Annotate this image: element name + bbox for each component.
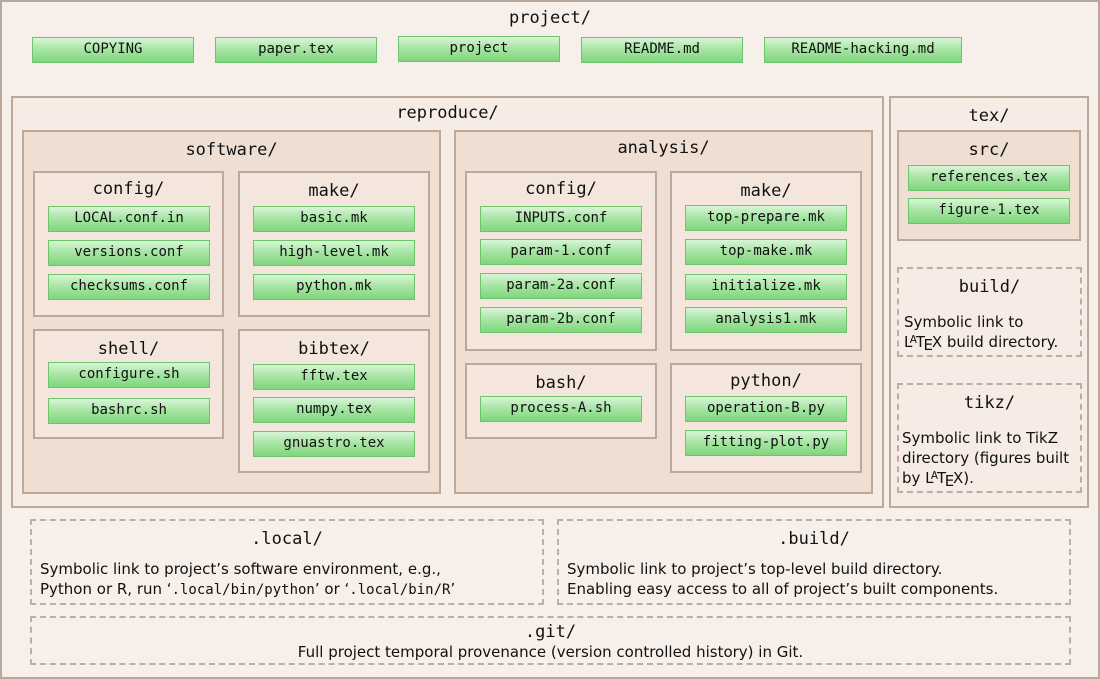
build-title: .build/	[778, 529, 850, 549]
tex-build-line2: LATEX build directory.	[904, 333, 1059, 354]
analysis-python-title: python/	[730, 371, 802, 391]
local-line1: Symbolic link to project’s software envi…	[40, 560, 441, 578]
file-top-prepare-mk[interactable]: top-prepare.mk	[685, 205, 847, 231]
build-line1: Symbolic link to project’s top-level bui…	[567, 560, 943, 578]
file-paper-tex[interactable]: paper.tex	[215, 37, 377, 63]
analysis-make-title: make/	[740, 181, 792, 201]
local-description: Symbolic link to project’s software envi…	[40, 559, 540, 600]
analysis-bash-title: bash/	[535, 373, 587, 393]
latex-logo: LATEX	[904, 333, 943, 354]
file-initialize-mk[interactable]: initialize.mk	[685, 274, 847, 300]
file-param-2a-conf[interactable]: param-2a.conf	[480, 273, 642, 299]
software-config-title: config/	[92, 179, 165, 199]
file-gnuastro-tex[interactable]: gnuastro.tex	[253, 431, 415, 457]
reproduce-title: reproduce/	[396, 103, 499, 123]
file-configure-sh[interactable]: configure.sh	[48, 362, 210, 388]
tex-tikz-line2: directory (figures built	[902, 449, 1070, 467]
local-symlink: .local/ Symbolic link to project’s softw…	[30, 519, 544, 605]
file-copying[interactable]: COPYING	[32, 37, 194, 63]
git-directory: .git/ Full project temporal provenance (…	[30, 616, 1071, 665]
file-basic-mk[interactable]: basic.mk	[253, 206, 415, 232]
tex-tikz-description: Symbolic link to TikZ directory (figures…	[902, 428, 1082, 490]
analysis-title: analysis/	[617, 138, 710, 158]
file-references-tex[interactable]: references.tex	[908, 165, 1070, 191]
local-title: .local/	[251, 529, 323, 549]
git-title: .git/	[524, 622, 577, 642]
tex-build-line1: Symbolic link to	[904, 313, 1024, 331]
file-local-conf-in[interactable]: LOCAL.conf.in	[48, 206, 210, 232]
file-versions-conf[interactable]: versions.conf	[48, 240, 210, 266]
file-numpy-tex[interactable]: numpy.tex	[253, 397, 415, 423]
local-line2: Python or R, run ‘.local/bin/python’ or …	[40, 580, 456, 598]
file-process-a-sh[interactable]: process-A.sh	[480, 396, 642, 422]
tex-src-title: src/	[968, 140, 1010, 160]
git-description: Full project temporal provenance (versio…	[297, 643, 804, 661]
tex-tikz-line1: Symbolic link to TikZ	[902, 429, 1059, 447]
tex-tikz-line3: by LATEX).	[902, 469, 974, 490]
tex-tikz-title: tikz/	[963, 393, 1016, 413]
file-operation-b-py[interactable]: operation-B.py	[685, 396, 847, 422]
tex-build-description: Symbolic link to LATEX build directory.	[904, 312, 1082, 354]
project-title: project/	[509, 8, 591, 28]
file-top-make-mk[interactable]: top-make.mk	[685, 239, 847, 265]
file-high-level-mk[interactable]: high-level.mk	[253, 240, 415, 266]
analysis-config-title: config/	[525, 179, 597, 199]
tex-build-symlink: build/ Symbolic link to LATEX build dire…	[897, 267, 1082, 357]
tex-tikz-symlink: tikz/ Symbolic link to TikZ directory (f…	[897, 383, 1082, 493]
software-make-title: make/	[308, 181, 360, 201]
software-shell-title: shell/	[97, 339, 160, 359]
file-python-mk[interactable]: python.mk	[253, 274, 415, 300]
file-bashrc-sh[interactable]: bashrc.sh	[48, 398, 210, 424]
file-fftw-tex[interactable]: fftw.tex	[253, 364, 415, 390]
file-inputs-conf[interactable]: INPUTS.conf	[480, 206, 642, 232]
file-param-2b-conf[interactable]: param-2b.conf	[480, 307, 642, 333]
file-analysis1-mk[interactable]: analysis1.mk	[685, 307, 847, 333]
file-readme-hacking[interactable]: README-hacking.md	[764, 37, 962, 63]
latex-logo: LATEX	[925, 469, 964, 490]
software-title: software/	[185, 140, 278, 160]
file-checksums-conf[interactable]: checksums.conf	[48, 274, 210, 300]
file-param-1-conf[interactable]: param-1.conf	[480, 239, 642, 265]
file-fitting-plot-py[interactable]: fitting-plot.py	[685, 430, 847, 456]
software-bibtex-title: bibtex/	[298, 339, 370, 359]
local-r-path: .local/bin/R	[349, 582, 451, 598]
file-project[interactable]: project	[398, 36, 560, 62]
tex-build-title: build/	[958, 277, 1021, 297]
local-python-path: .local/bin/python	[171, 582, 315, 598]
build-symlink: .build/ Symbolic link to project’s top-l…	[557, 519, 1071, 605]
build-description: Symbolic link to project’s top-level bui…	[567, 559, 1067, 599]
build-line2: Enabling easy access to all of project’s…	[567, 580, 999, 598]
file-readme[interactable]: README.md	[581, 37, 743, 63]
tex-title: tex/	[968, 106, 1010, 126]
file-figure-1-tex[interactable]: figure-1.tex	[908, 198, 1070, 224]
